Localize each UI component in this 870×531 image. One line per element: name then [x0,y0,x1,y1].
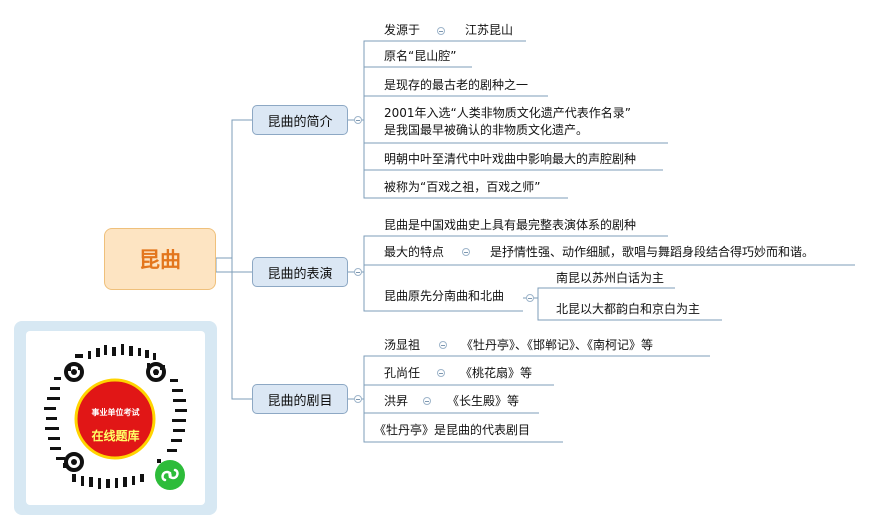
leaf-value-text: 江苏昆山 [465,23,514,37]
leaf-label: 昆曲原先分南曲和北曲 [384,289,505,303]
leaf-node[interactable]: 发源于 [384,22,420,39]
leaf-node[interactable]: 是现存的最古老的剧种之一 [384,77,528,94]
collapse-toggle-icon[interactable] [439,341,447,349]
leaf-sub-node[interactable]: 北昆以大都韵白和京白为主 [556,301,700,318]
leaf-node[interactable]: 《牡丹亭》是昆曲的代表剧目 [374,422,530,439]
collapse-toggle-icon[interactable] [437,27,445,35]
collapse-toggle-icon[interactable] [423,397,431,405]
leaf-node[interactable]: 最大的特点 [384,244,444,261]
collapse-toggle-icon[interactable] [354,268,362,276]
collapse-toggle-icon[interactable] [354,395,362,403]
leaf-node[interactable]: 昆曲原先分南曲和北曲 [384,288,504,305]
branch-introduction[interactable]: 昆曲的简介 [252,105,348,135]
leaf-node[interactable]: 明朝中叶至清代中叶戏曲中影响最大的声腔剧种 [384,151,636,168]
qr-code-card[interactable]: 事业单位考试 在线题库 [14,321,217,515]
leaf-text: 原名“昆山腔” [384,49,457,63]
leaf-value[interactable]: 《长生殿》等 [447,393,519,410]
collapse-toggle-icon[interactable] [462,248,470,256]
qr-pattern-icon [44,344,187,490]
leaf-value[interactable]: 《牡丹亭》、《邯郸记》、《南柯记》等 [461,337,653,354]
branch-repertoire[interactable]: 昆曲的剧目 [252,384,348,414]
leaf-text: 昆曲是中国戏曲史上具有最完整表演体系的剧种 [384,218,637,232]
leaf-node[interactable]: 原名“昆山腔” [384,48,456,65]
qr-badge-line1: 事业单位考试 [91,408,140,417]
leaf-text: 南昆以苏州白话为主 [556,271,665,285]
leaf-text: 北昆以大都韵白和京白为主 [556,302,701,316]
leaf-node[interactable]: 被称为“百戏之祖，百戏之师” [384,179,540,196]
leaf-node-multiline[interactable]: 2001年入选“人类非物质文化遗产代表作名录” 是我国最早被确认的非物质文化遗产… [384,105,631,139]
root-node[interactable]: 昆曲 [104,228,216,290]
leaf-value[interactable]: 江苏昆山 [465,22,513,39]
leaf-value[interactable]: 是抒情性强、动作细腻，歌唱与舞蹈身段结合得巧妙而和谐。 [490,244,814,261]
leaf-line: 是我国最早被确认的非物质文化遗产。 [384,123,589,137]
leaf-node[interactable]: 洪昇 [384,393,408,410]
leaf-label: 洪昇 [384,394,409,408]
leaf-text: 《牡丹亭》是昆曲的代表剧目 [374,423,531,437]
leaf-line: 2001年入选“人类非物质文化遗产代表作名录” [384,106,631,120]
collapse-toggle-icon[interactable] [437,369,445,377]
leaf-value-text: 是抒情性强、动作细腻，歌唱与舞蹈身段结合得巧妙而和谐。 [490,245,815,259]
leaf-value-text: 《长生殿》等 [447,394,520,408]
leaf-node[interactable]: 孔尚任 [384,365,420,382]
collapse-toggle-icon[interactable] [354,116,362,124]
leaf-text: 被称为“百戏之祖，百戏之师” [384,180,541,194]
leaf-label: 孔尚任 [384,366,421,380]
branch-performance[interactable]: 昆曲的表演 [252,257,348,287]
leaf-label: 最大的特点 [384,245,445,259]
leaf-value-text: 《牡丹亭》、《邯郸记》、《南柯记》等 [461,338,654,352]
leaf-label: 汤显祖 [384,338,421,352]
qr-badge-line2: 在线题库 [91,429,140,443]
leaf-value-text: 《桃花扇》等 [460,366,533,380]
leaf-node[interactable]: 汤显祖 [384,337,420,354]
qr-code: 事业单位考试 在线题库 [26,331,205,505]
leaf-label: 发源于 [384,23,421,37]
collapse-toggle-icon[interactable] [526,294,534,302]
leaf-sub-node[interactable]: 南昆以苏州白话为主 [556,270,664,287]
leaf-text: 明朝中叶至清代中叶戏曲中影响最大的声腔剧种 [384,152,637,166]
leaf-node[interactable]: 昆曲是中国戏曲史上具有最完整表演体系的剧种 [384,217,636,234]
leaf-text: 是现存的最古老的剧种之一 [384,78,529,92]
leaf-value[interactable]: 《桃花扇》等 [460,365,532,382]
